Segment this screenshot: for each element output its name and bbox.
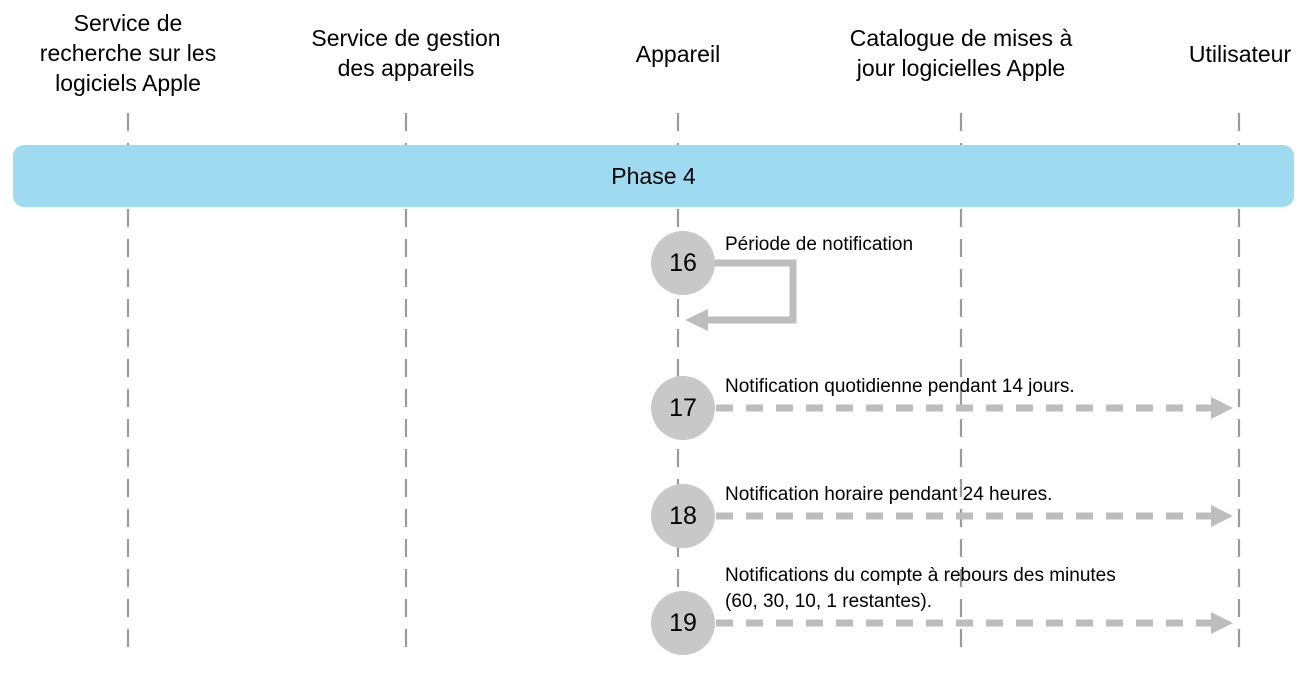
step-circle-18[interactable]: 18: [651, 484, 715, 548]
step-circle-17[interactable]: 17: [651, 376, 715, 440]
message-19-arrow: [716, 612, 1233, 634]
arrowhead-18: [1211, 505, 1233, 527]
step-circle-16[interactable]: 16: [651, 231, 715, 295]
arrowhead-16: [685, 309, 708, 331]
step-circle-19[interactable]: 19: [651, 591, 715, 655]
phase-banner: Phase 4: [13, 145, 1294, 207]
lane-header-device-management-service: Service de gestion des appareils: [311, 25, 501, 81]
lane-header-apple-software-update-catalog: Catalogue de mises à jour logicielles Ap…: [849, 25, 1073, 81]
message-label-19: Notifications du compte à rebours des mi…: [725, 565, 1116, 612]
arrowhead-17: [1211, 397, 1233, 419]
lane-header-user: Utilisateur: [1188, 41, 1292, 67]
phase-banner-label: Phase 4: [611, 163, 696, 189]
message-17-arrow: [716, 397, 1233, 419]
lane-header-apple-software-lookup-service: Service de recherche sur les logiciels A…: [39, 10, 217, 96]
message-label-16: Période de notification: [725, 234, 914, 255]
arrowhead-19: [1211, 612, 1233, 634]
message-label-17: Notification quotidienne pendant 14 jour…: [725, 376, 1075, 397]
message-label-18: Notification horaire pendant 24 heures.: [725, 484, 1053, 505]
lane-header-device: Appareil: [635, 41, 721, 67]
message-18-arrow: [716, 505, 1233, 527]
